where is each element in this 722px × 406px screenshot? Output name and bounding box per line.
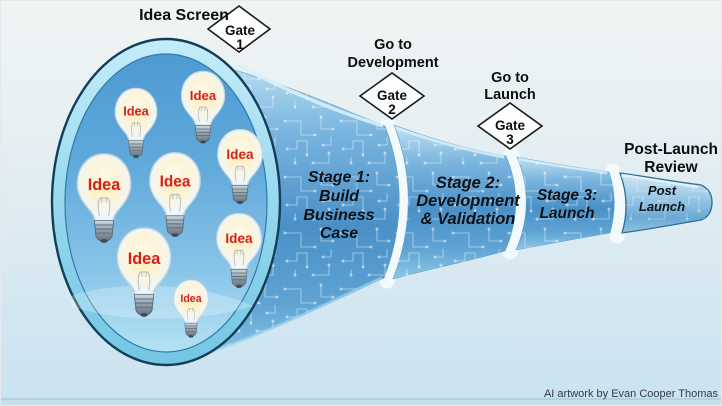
bottom-strip — [1, 399, 721, 405]
stage1-label-line4: Case — [320, 225, 358, 242]
stage1-label-line1: Stage 1: — [308, 169, 370, 186]
idea-bulbs: Idea Idea Idea Idea Idea Idea Idea Idea — [76, 70, 263, 339]
gate-1-number: 1 — [236, 37, 244, 52]
idea-bulb-label: Idea — [123, 104, 149, 119]
gate-2-label: Gate — [377, 88, 408, 103]
idea-bulb-label: Idea — [190, 88, 217, 103]
stage-labels: Stage 1: Build Business Case Stage 2: De… — [303, 169, 685, 242]
attribution-text: AI artwork by Evan Cooper Thomas — [544, 388, 719, 400]
post-launch-review-label-line1: Post-Launch — [624, 141, 718, 158]
post-launch-label-line2: Launch — [639, 199, 685, 214]
gate-3-diamond — [476, 102, 544, 150]
funnel-stage3-segment — [515, 156, 615, 251]
idea-bulb-label: Idea — [226, 147, 254, 162]
go-to-development-label-line2: Development — [347, 55, 438, 71]
idea-bulb-label: Idea — [180, 293, 201, 305]
idea-bulb-label: Idea — [128, 250, 162, 268]
post-launch-label-line1: Post — [648, 183, 677, 198]
gate-3-label: Gate — [495, 118, 526, 133]
gates: Gate 1 Gate 2 Gate 3 — [206, 5, 544, 150]
idea-bulb-label: Idea — [88, 176, 122, 194]
stage3-label-line1: Stage 3: — [537, 187, 597, 204]
funnel-postlaunch-segment — [619, 172, 713, 234]
gate-1-label: Gate — [225, 23, 256, 38]
go-to-launch-label-line1: Go to — [491, 70, 529, 86]
top-labels: Idea Screen Go to Development Go to Laun… — [139, 7, 718, 176]
stage3-label-line2: Launch — [539, 205, 594, 222]
idea-bulb-label: Idea — [160, 174, 191, 191]
go-to-launch-label-line2: Launch — [484, 87, 536, 103]
stage2-label-line1: Stage 2: — [436, 174, 500, 192]
stage1-label-line3: Business — [303, 207, 374, 224]
circuit-pattern-overlay — [516, 157, 615, 250]
gate-3-number: 3 — [506, 132, 514, 147]
idea-screen-label: Idea Screen — [139, 7, 229, 24]
circuit-pattern-overlay — [393, 125, 516, 279]
stage-gap-bands — [379, 116, 628, 289]
stage2-label-line2: Development — [416, 192, 521, 210]
stage2-label-line3: & Validation — [421, 210, 516, 228]
gate-1-diamond — [206, 5, 272, 53]
go-to-development-label-line1: Go to — [374, 37, 412, 53]
gate-2-diamond — [358, 72, 426, 120]
post-launch-review-label-line2: Review — [644, 159, 698, 176]
funnel-stage2-segment — [392, 124, 517, 280]
stage1-label-line2: Build — [319, 188, 360, 205]
circuit-pattern-overlay — [620, 173, 712, 233]
gate-2-number: 2 — [388, 102, 396, 117]
idea-bulb-label: Idea — [225, 231, 253, 246]
